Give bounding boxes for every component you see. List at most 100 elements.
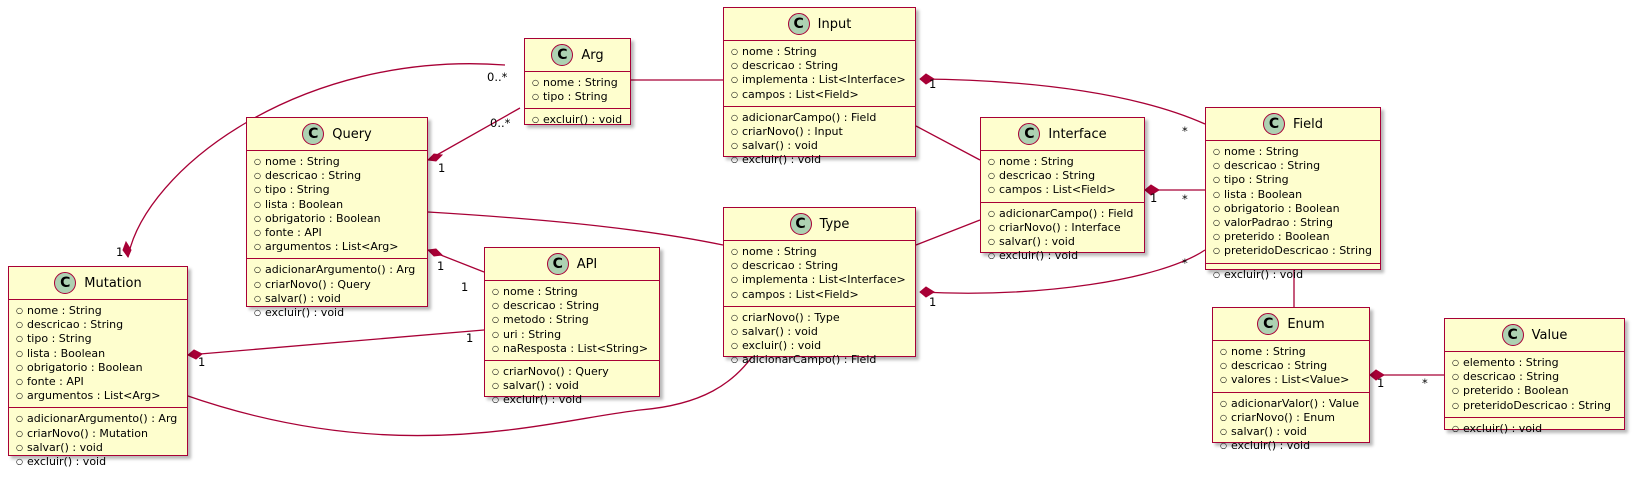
attribute-row: nome : String	[492, 285, 654, 299]
diamond-mutation-arg	[122, 240, 132, 259]
class-c-icon: C	[787, 13, 810, 35]
attribute-row: descricao : String	[492, 299, 654, 313]
attribute-row: nome : String	[16, 304, 182, 318]
label-mutation-arg-one: 1	[116, 245, 124, 259]
class-name: Value	[1531, 327, 1568, 343]
attribute-row: lista : Boolean	[254, 198, 422, 212]
class-c-icon: C	[1262, 113, 1285, 135]
method-row: salvar() : void	[988, 235, 1139, 249]
attribute-row: preteridoDescricao : String	[1452, 399, 1619, 413]
attribute-row: descricao : String	[16, 318, 182, 332]
method-row: criarNovo() : Mutation	[16, 427, 182, 441]
attribute-row: descricao : String	[731, 259, 910, 273]
method-row: excluir() : void	[492, 393, 654, 407]
attribute-row: nome : String	[731, 245, 910, 259]
diamond-type-field	[919, 286, 935, 298]
attributes-section: nome : Stringdescricao : Stringtipo : St…	[9, 299, 187, 407]
edge-input-field	[919, 78, 1206, 125]
class-name: Input	[817, 16, 852, 32]
attribute-row: nome : String	[1213, 145, 1375, 159]
method-row: excluir() : void	[1452, 422, 1619, 436]
class-header: C Input	[724, 8, 915, 40]
attribute-row: elemento : String	[1452, 356, 1619, 370]
method-row: excluir() : void	[731, 339, 910, 353]
attribute-row: nome : String	[731, 45, 910, 59]
methods-section: adicionarCampo() : FieldcriarNovo() : In…	[724, 105, 915, 172]
class-header: C Interface	[981, 118, 1144, 150]
attribute-row: descricao : String	[1220, 359, 1364, 373]
attribute-row: valores : List<Value>	[1220, 373, 1364, 387]
class-c-icon: C	[1501, 324, 1524, 346]
label-type-field-many: *	[1182, 256, 1188, 270]
label-enum-value-many: *	[1422, 376, 1428, 390]
class-query[interactable]: CQuerynome : Stringdescricao : Stringtip…	[246, 117, 428, 319]
class-input[interactable]: CInputnome : Stringdescricao : Stringimp…	[723, 7, 916, 166]
class-c-icon: C	[551, 44, 574, 66]
attribute-row: argumentos : List<Arg>	[254, 240, 422, 254]
attributes-section: nome : Stringdescricao : Stringmetodo : …	[485, 280, 659, 360]
attribute-row: campos : List<Field>	[731, 88, 910, 102]
attribute-row: naResposta : List<String>	[492, 342, 654, 356]
attribute-row: lista : Boolean	[16, 347, 182, 361]
attribute-row: obrigatorio : Boolean	[1213, 202, 1375, 216]
methods-section: adicionarValor() : ValuecriarNovo() : En…	[1213, 391, 1369, 458]
class-c-icon: C	[1018, 123, 1041, 145]
edge-type-field	[919, 249, 1206, 294]
method-row: salvar() : void	[16, 441, 182, 455]
attributes-section: nome : Stringdescricao : Stringtipo : St…	[1206, 140, 1380, 263]
label-input-field-many: *	[1182, 124, 1188, 138]
edge-type-interface	[915, 219, 981, 246]
class-c-icon: C	[789, 213, 812, 235]
method-row: excluir() : void	[1213, 268, 1375, 282]
class-enum[interactable]: CEnumnome : Stringdescricao : Stringvalo…	[1212, 307, 1370, 452]
label-query-arg-many: 0..*	[490, 116, 511, 130]
attribute-row: campos : List<Field>	[731, 288, 910, 302]
class-name: Mutation	[84, 275, 142, 291]
class-name: Arg	[581, 47, 604, 63]
class-api[interactable]: CAPInome : Stringdescricao : Stringmetod…	[484, 247, 660, 406]
method-row: criarNovo() : Query	[492, 365, 654, 379]
methods-section: excluir() : void	[1445, 416, 1624, 440]
label-type-field-one: 1	[929, 295, 937, 309]
method-row: criarNovo() : Query	[254, 278, 422, 292]
attribute-row: descricao : String	[988, 169, 1139, 183]
attribute-row: nome : String	[988, 155, 1139, 169]
methods-section: adicionarArgumento() : ArgcriarNovo() : …	[9, 407, 187, 473]
method-row: adicionarCampo() : Field	[988, 207, 1139, 221]
diamond-query-api	[426, 248, 444, 257]
attribute-row: nome : String	[254, 155, 422, 169]
attribute-row: valorPadrao : String	[1213, 216, 1375, 230]
method-row: adicionarCampo() : Field	[731, 353, 910, 367]
attribute-row: descricao : String	[1452, 370, 1619, 384]
class-mutation[interactable]: CMutationnome : Stringdescricao : String…	[8, 266, 188, 468]
class-name: Enum	[1287, 316, 1325, 332]
method-row: salvar() : void	[731, 139, 910, 153]
methods-section: adicionarArgumento() : ArgcriarNovo() : …	[247, 258, 427, 324]
attribute-row: tipo : String	[532, 90, 625, 104]
label-enum-value-one: 1	[1377, 376, 1385, 390]
class-name: Interface	[1048, 126, 1107, 142]
class-value[interactable]: C Value elemento : Stringdescricao : Strin…	[1444, 318, 1625, 435]
class-interface[interactable]: C Interface nome : Stringdescricao : Strin…	[980, 117, 1145, 262]
attribute-row: tipo : String	[16, 332, 182, 346]
attribute-row: metodo : String	[492, 313, 654, 327]
attribute-row: campos : List<Field>	[988, 183, 1139, 197]
label-mutation-api-one-a: 1	[198, 355, 206, 369]
class-arg[interactable]: CArgnome : Stringtipo : Stringexcluir() …	[524, 38, 631, 126]
method-row: criarNovo() : Input	[731, 125, 910, 139]
attribute-row: implementa : List<Interface>	[731, 273, 910, 287]
method-row: criarNovo() : Interface	[988, 221, 1139, 235]
attribute-row: tipo : String	[254, 183, 422, 197]
attribute-row: descricao : String	[1213, 159, 1375, 173]
label-interface-field-one: 1	[1150, 191, 1158, 205]
method-row: excluir() : void	[988, 249, 1139, 263]
attributes-section: nome : Stringdescricao : Stringvalores :…	[1213, 340, 1369, 392]
attribute-row: nome : String	[1220, 345, 1364, 359]
class-field[interactable]: CFieldnome : Stringdescricao : Stringtip…	[1205, 107, 1381, 281]
class-type[interactable]: CTypenome : Stringdescricao : Stringimpl…	[723, 207, 916, 366]
attribute-row: preterido : Boolean	[1452, 384, 1619, 398]
attributes-section: elemento : Stringdescricao : Stringprete…	[1445, 351, 1624, 417]
attributes-section: nome : Stringdescricao : Stringimplement…	[724, 240, 915, 306]
